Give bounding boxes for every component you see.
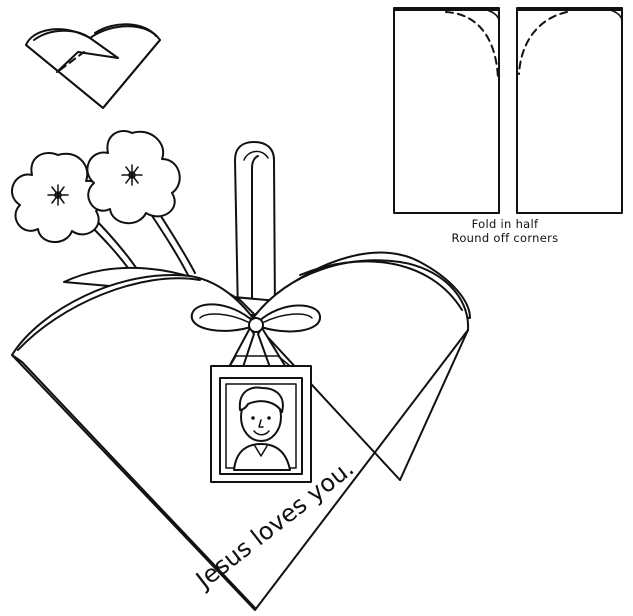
folded-paper-right-icon [517,8,622,213]
flower-icon [87,131,179,223]
instruction-round-label: Round off corners [420,232,590,245]
basket-handle [235,142,275,315]
folded-paper-left-icon [394,8,499,213]
small-heart-basket-icon [26,24,160,108]
instruction-fold-label: Fold in half [420,218,590,231]
